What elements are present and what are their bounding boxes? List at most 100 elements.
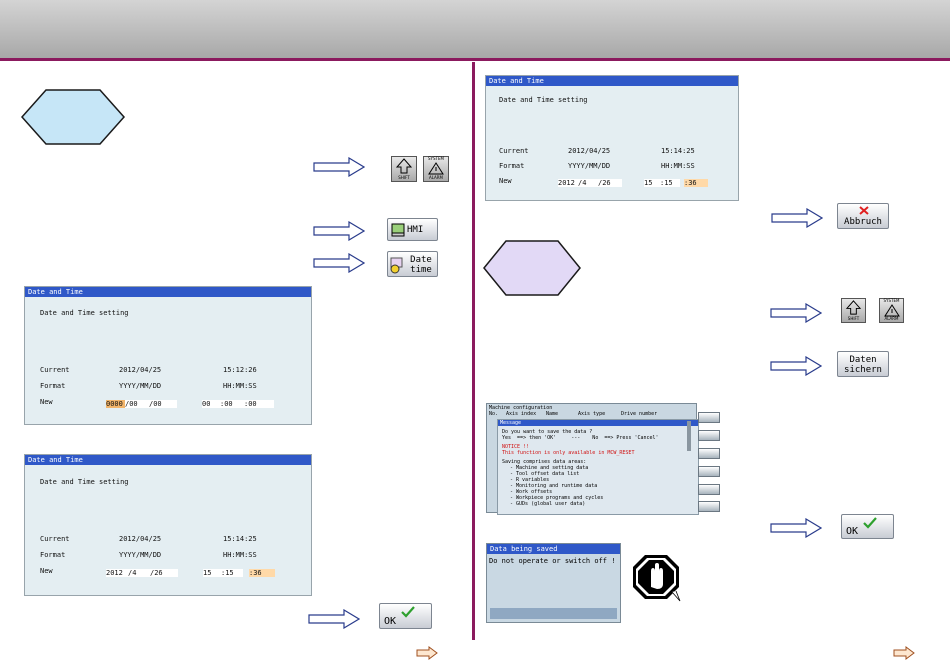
date-time-label-1: Date: [410, 255, 432, 265]
system-alarm-key[interactable]: SYSTEM ALARM: [423, 156, 449, 182]
shift-icon: [395, 158, 413, 174]
screen-subtitle: Date and Time setting: [40, 309, 129, 317]
header-divider: [0, 58, 950, 61]
shift-key-label: SHIFT: [398, 175, 410, 180]
year-field[interactable]: 0000: [106, 400, 125, 408]
minute-field[interactable]: :15: [660, 179, 680, 187]
hmi-label: HMI: [407, 225, 424, 235]
system-alarm-key[interactable]: SYSTEM ALARM: [879, 298, 904, 323]
shift-key[interactable]: SHIFT: [391, 156, 417, 182]
shift-key-label: SHIFT: [847, 316, 860, 321]
screen-header: Date and Time: [25, 455, 311, 465]
message-header: Message: [498, 420, 698, 426]
day-field[interactable]: /00: [149, 400, 177, 408]
day-field[interactable]: /26: [150, 569, 178, 577]
current-time: 15:14:25: [223, 535, 257, 543]
minute-field[interactable]: :00: [220, 400, 244, 408]
daten-label-1: Daten: [849, 355, 877, 365]
hour-field[interactable]: 00: [202, 400, 220, 408]
top-banner: [0, 0, 950, 58]
current-time: 15:12:26: [223, 366, 257, 374]
notice-title: NOTICE !!: [502, 444, 530, 450]
hmi-icon: [391, 223, 405, 237]
vertical-softkey-4[interactable]: [698, 466, 720, 477]
second-field[interactable]: :00: [244, 400, 274, 408]
arrow-right-icon: [313, 157, 365, 177]
date-time-icon: [390, 257, 403, 274]
current-label: Current: [499, 147, 529, 155]
abbruch-label: Abbruch: [844, 217, 882, 227]
ok-softkey[interactable]: OK: [841, 514, 894, 539]
col-no: No.: [489, 411, 499, 417]
system-alarm-icon: [428, 162, 444, 175]
arrow-right-icon: [771, 208, 823, 228]
data-saving-dialog: Data being saved Do not operate or switc…: [486, 543, 621, 623]
format-date: YYYY/MM/DD: [568, 162, 611, 170]
screen-subtitle: Date and Time setting: [40, 478, 129, 486]
current-date: 2012/04/25: [119, 366, 162, 374]
machine-config-title: Machine configuration: [489, 405, 553, 411]
current-date: 2012/04/25: [568, 147, 611, 155]
next-page-icon[interactable]: [416, 646, 438, 660]
arrow-right-icon: [313, 221, 365, 241]
second-field[interactable]: :36: [249, 569, 275, 577]
daten-sichern-softkey[interactable]: Daten sichern: [837, 351, 889, 377]
saving-item: - Work offsets: [510, 489, 553, 495]
saving-item: - GUDs (global user data): [510, 501, 586, 507]
second-field[interactable]: :36: [684, 179, 708, 187]
vertical-softkey-5[interactable]: [698, 484, 720, 495]
ok-label: OK: [846, 526, 859, 537]
machine-config-window: Machine configuration No. Axis index Nam…: [486, 403, 699, 515]
message-box: Message Do you want to save the data ? Y…: [497, 419, 699, 515]
month-field[interactable]: /4: [128, 569, 150, 577]
abbruch-softkey[interactable]: Abbruch: [837, 203, 889, 229]
year-field[interactable]: 2012: [558, 179, 578, 187]
new-label: New: [40, 398, 53, 406]
screen-header: Date and Time: [486, 76, 738, 86]
vertical-softkey-6[interactable]: [698, 501, 720, 512]
year-field[interactable]: 2012: [106, 569, 128, 577]
new-label: New: [499, 177, 512, 185]
next-page-icon[interactable]: [893, 646, 915, 660]
alarm-key-label: ALARM: [884, 316, 899, 321]
current-label: Current: [40, 535, 70, 543]
hour-field[interactable]: 15: [203, 569, 221, 577]
ok-softkey[interactable]: OK: [379, 603, 432, 629]
format-time: HH:MM:SS: [223, 382, 257, 390]
hour-field[interactable]: 15: [644, 179, 660, 187]
saving-item: - Machine and setting data: [510, 465, 589, 471]
saving-item: - R variables: [510, 477, 550, 483]
format-time: HH:MM:SS: [223, 551, 257, 559]
system-alarm-icon: [884, 304, 900, 317]
screen-header: Date and Time: [25, 287, 311, 297]
saving-dialog-header: Data being saved: [487, 544, 620, 554]
date-time-softkey[interactable]: Date time: [387, 251, 438, 277]
scrollbar[interactable]: [687, 421, 691, 451]
hmi-softkey[interactable]: HMI: [387, 218, 438, 241]
minute-field[interactable]: :15: [221, 569, 243, 577]
date-time-screen-entered: Date and Time Date and Time setting Curr…: [24, 454, 312, 596]
month-field[interactable]: /4: [578, 179, 598, 187]
day-field[interactable]: /26: [598, 179, 622, 187]
vertical-softkey-2[interactable]: [698, 430, 720, 441]
arrow-right-icon: [770, 303, 822, 323]
date-time-screen-right: Date and Time Date and Time setting Curr…: [485, 75, 739, 201]
shift-key[interactable]: SHIFT: [841, 298, 866, 323]
vertical-softkey-3[interactable]: [698, 448, 720, 459]
system-key-label: SYSTEM: [428, 156, 444, 161]
date-time-screen-initial: Date and Time Date and Time setting Curr…: [24, 286, 312, 425]
col-name: Name: [546, 411, 559, 417]
month-field[interactable]: /00: [125, 400, 149, 408]
saving-dialog-text: Do not operate or switch off !: [489, 557, 616, 565]
progress-bar: [490, 608, 617, 619]
format-time: HH:MM:SS: [661, 162, 695, 170]
daten-label-2: sichern: [844, 365, 882, 375]
format-date: YYYY/MM/DD: [119, 551, 162, 559]
current-time: 15:14:25: [661, 147, 695, 155]
current-date: 2012/04/25: [119, 535, 162, 543]
message-question: Do you want to save the data ?: [502, 429, 593, 435]
step-hexagon-right: [483, 240, 581, 296]
saving-item: - Monitoring and runtime data: [510, 483, 598, 489]
vertical-softkey-1[interactable]: [698, 412, 720, 423]
arrow-right-icon: [770, 356, 822, 376]
